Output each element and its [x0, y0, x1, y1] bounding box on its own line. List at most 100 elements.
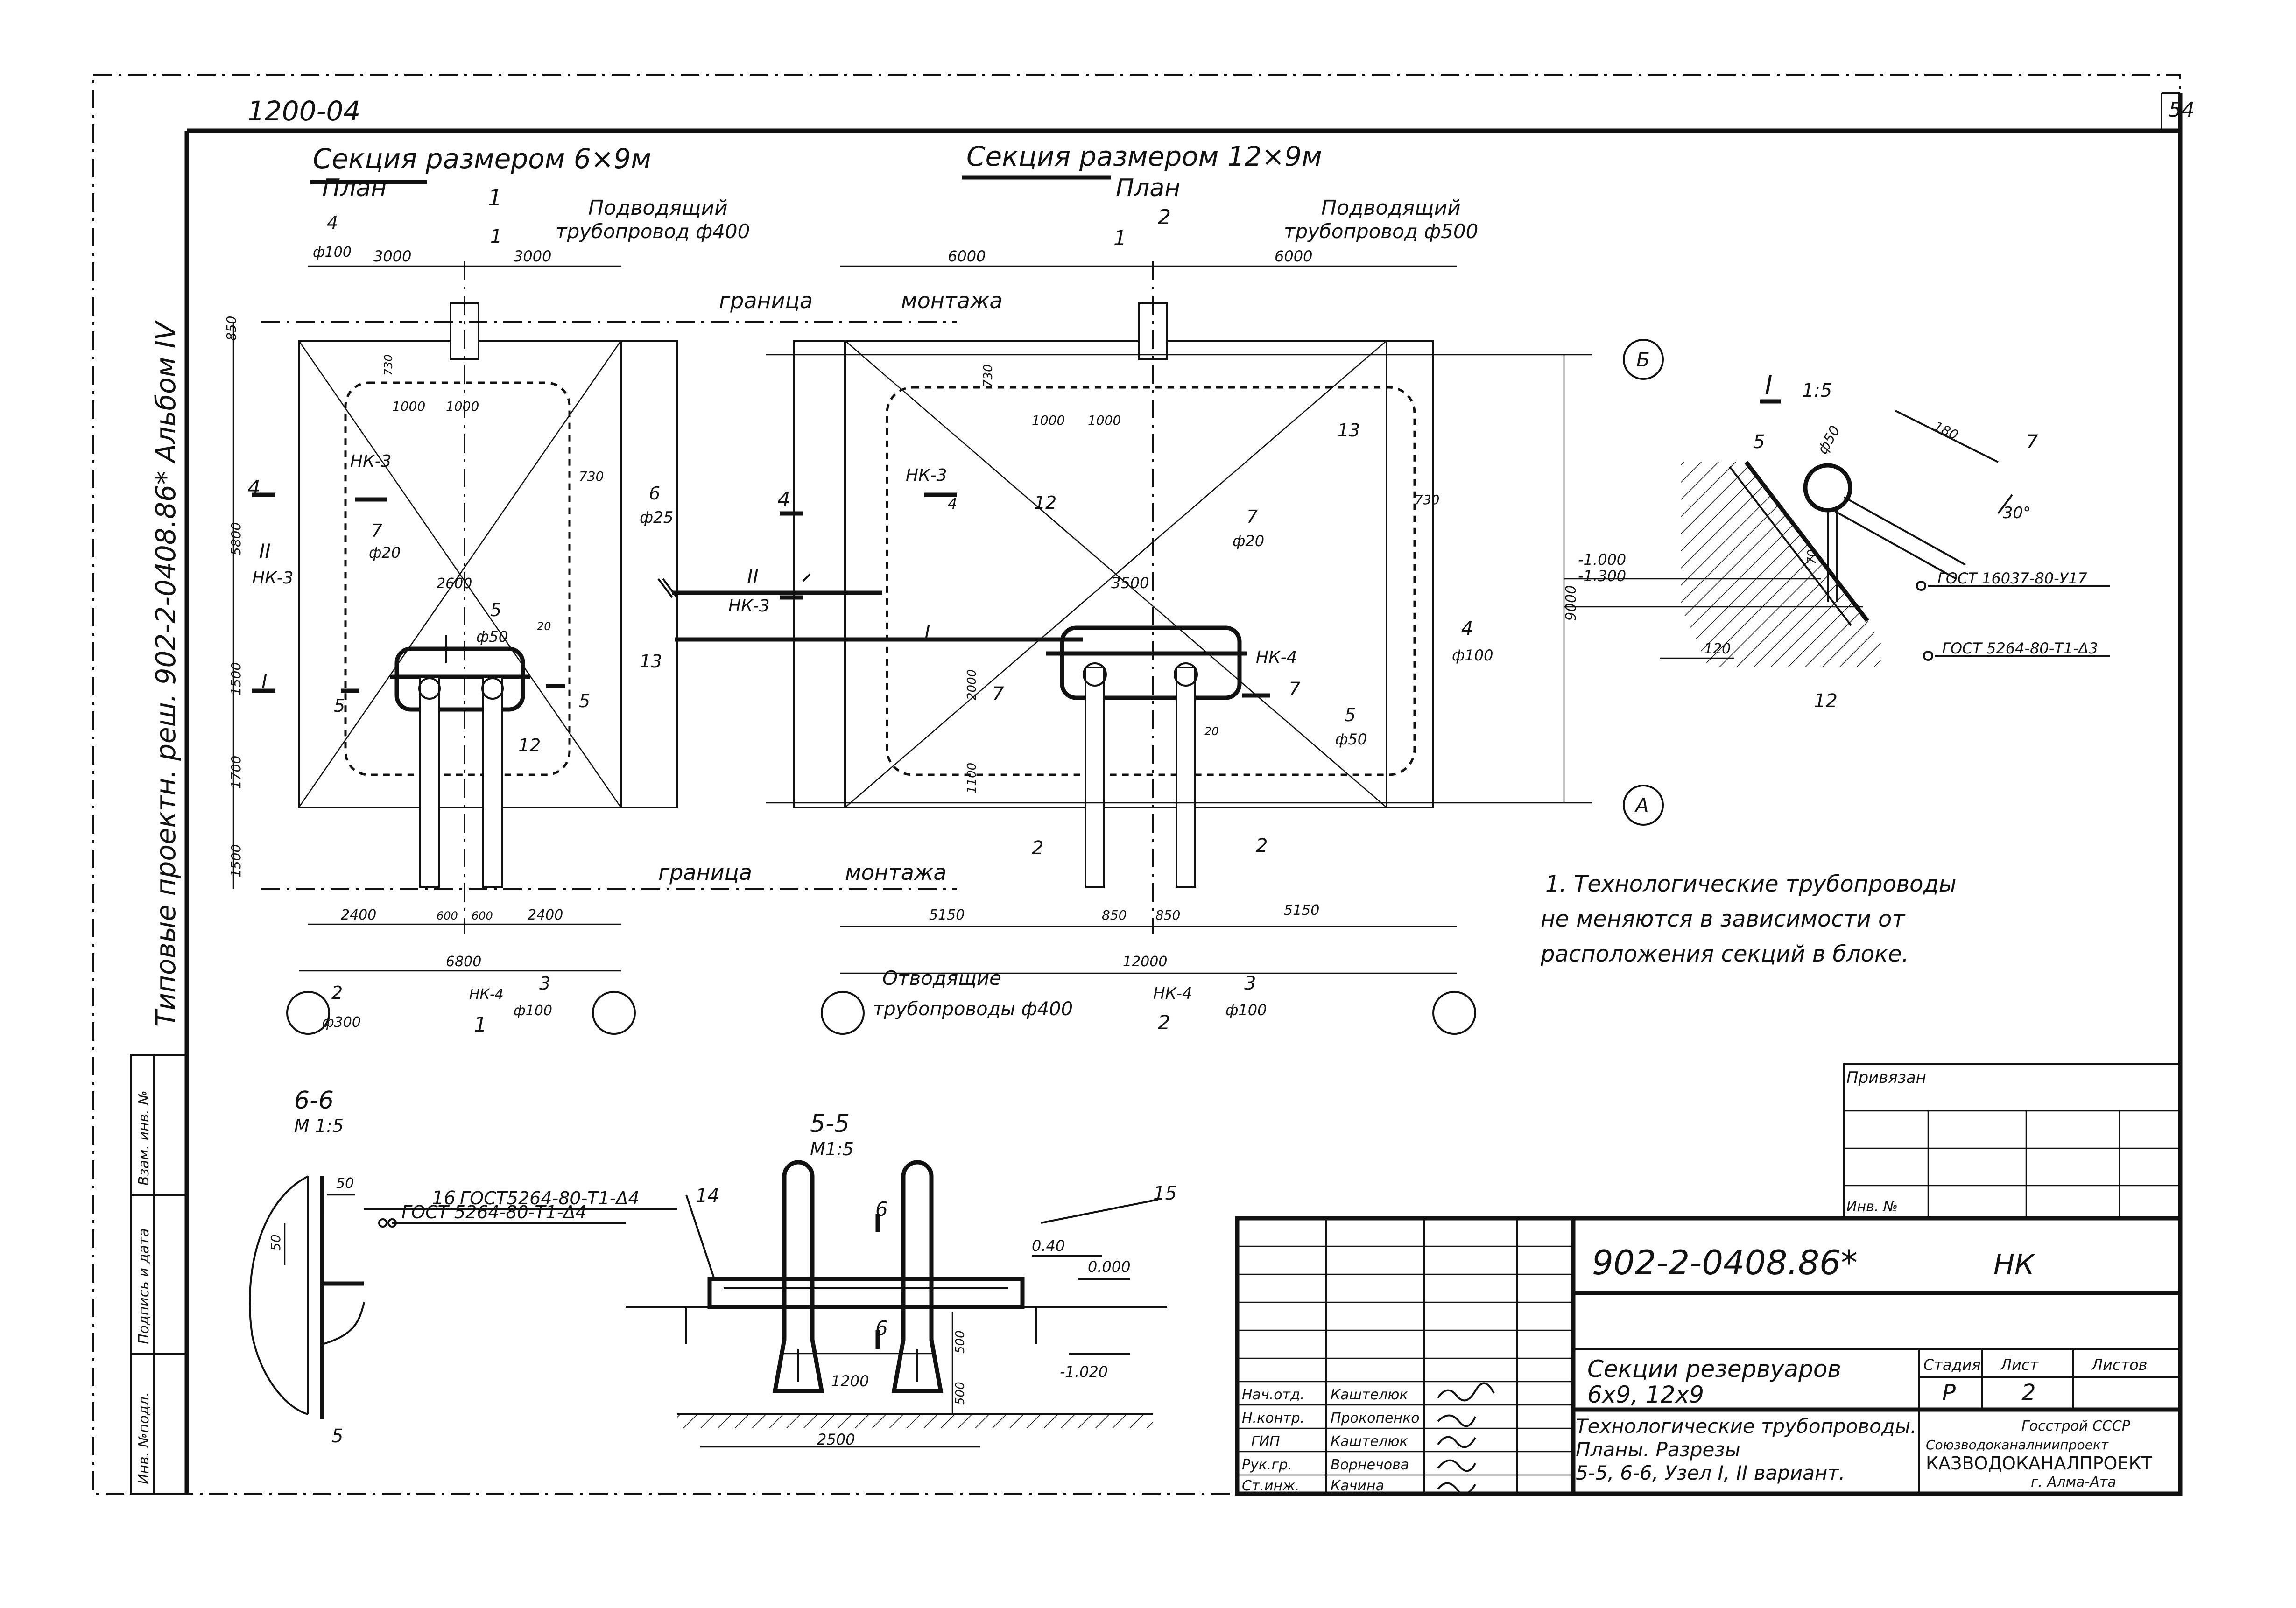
- s55-d500b: 500: [953, 1382, 967, 1405]
- s66-d50b: 50: [268, 1234, 283, 1251]
- pr-d730b: 730: [1415, 492, 1439, 507]
- s66-gost-b: ГОСТ 5264-80-Т1-Δ4: [401, 1202, 587, 1222]
- plan-right-supply-label: Подводящий: [1321, 196, 1461, 220]
- staff-role-3: ГИП: [1251, 1433, 1280, 1450]
- pr-m3: 3: [1244, 973, 1256, 994]
- pl-m7: 7: [371, 520, 382, 541]
- side-field-3: Взам. инв. №: [136, 1090, 152, 1186]
- general-note: 1. Технологические трубопроводы не меняю…: [1540, 871, 1964, 967]
- section-55-scale: М1:5: [810, 1139, 854, 1159]
- title-sheet-value: 2: [2021, 1380, 2036, 1406]
- pr-d6000a: 6000: [948, 247, 986, 265]
- staff-role-4: Рук.гр.: [1242, 1457, 1292, 1473]
- node-scale: 1:5: [1802, 380, 1832, 401]
- s66-m16: 16: [432, 1187, 456, 1209]
- s55-d1200: 1200: [831, 1372, 869, 1390]
- section-66-scale: М 1:5: [294, 1116, 344, 1136]
- org-line-2: Союзводоканалниипроект: [1926, 1437, 2109, 1453]
- pl-d600a: 600: [437, 909, 458, 922]
- pl-d5800: 5800: [228, 522, 244, 555]
- pr-outlet-label: Отводящие: [882, 967, 1001, 990]
- plan-right-supply-pipe: трубопровод ф500: [1284, 220, 1478, 243]
- pl-roman1: I: [261, 670, 267, 693]
- pl-s1: 1: [488, 185, 502, 211]
- axis-b-label: Б: [1636, 348, 1650, 371]
- pr-m5: 5: [1345, 705, 1356, 725]
- pl-d730b: 730: [579, 469, 604, 484]
- binding-inv: Инв. №: [1846, 1199, 1898, 1215]
- pl-nk4: НК-4: [469, 986, 504, 1003]
- pl-d1700: 1700: [228, 756, 244, 789]
- pr-s4b: 4: [948, 495, 957, 513]
- staff-name-2: Прокопенко: [1331, 1410, 1420, 1426]
- node-detail-geometry: [1564, 399, 2110, 667]
- title-sheets-header: Листов: [2091, 1356, 2148, 1374]
- title-name: Секции резервуаров 6х9, 12х9: [1587, 1355, 1849, 1408]
- pr-d850a: 850: [1102, 907, 1127, 923]
- pl-d20: ф20: [369, 544, 401, 562]
- pl-d100b: ф100: [514, 1003, 552, 1019]
- boundary-bottom-2: монтажа: [845, 860, 947, 885]
- pr-nk4b: НК-4: [1153, 984, 1192, 1003]
- pr-d850b: 850: [1155, 907, 1180, 923]
- plan-left-supply-pipe: трубопровод ф400: [556, 220, 750, 243]
- node-d180: 180: [1931, 418, 1960, 442]
- org-line-1: Госстрой СССР: [2021, 1418, 2131, 1434]
- pr-d730a: 730: [981, 364, 995, 387]
- plan-left-subtitle: План: [322, 174, 387, 202]
- node-lvl1: -1.000: [1578, 551, 1626, 569]
- plan-left-title: Секция размером 6×9м: [313, 143, 651, 175]
- staff-name-5: Качина: [1331, 1478, 1384, 1494]
- pl-d600b: 600: [472, 909, 493, 922]
- pl-m2: 2: [331, 983, 343, 1003]
- pr-m1: 1: [1113, 226, 1127, 250]
- s66-m5: 5: [331, 1425, 343, 1447]
- node-d50: ф50: [1815, 423, 1844, 457]
- s55-s6: 6: [875, 1198, 888, 1221]
- pl-m3: 3: [539, 973, 550, 994]
- section-66-title: 6-6: [294, 1087, 334, 1115]
- pr-d100b: ф100: [1225, 1001, 1267, 1019]
- staff-role-5: Ст.инж.: [1242, 1478, 1300, 1494]
- section-66-geometry: [249, 1175, 677, 1419]
- pl-d1500b: 1500: [228, 844, 244, 878]
- boundary-top-2: монтажа: [901, 288, 1003, 313]
- side-field-2: Подпись и дата: [136, 1229, 152, 1345]
- side-field-1: Инв. №подл.: [136, 1392, 152, 1484]
- pr-m12: 12: [1034, 492, 1056, 513]
- plan-right-geometry: [672, 175, 1664, 1035]
- sheet-frame: [92, 74, 2183, 1495]
- node-title: I: [1765, 371, 1773, 401]
- pl-m5: 5: [490, 600, 501, 620]
- pr-m13: 13: [1338, 420, 1360, 441]
- staff-name-4: Ворнечова: [1331, 1457, 1409, 1473]
- node-m12: 12: [1814, 690, 1838, 712]
- pr-s7b: 7: [1289, 679, 1301, 700]
- title-sheet-title: Технологические трубопроводы. Планы. Раз…: [1576, 1415, 1923, 1484]
- pr-d20a: 20: [1204, 725, 1219, 738]
- side-fields-box: [130, 1054, 188, 1495]
- pr-d1000a: 1000: [1032, 413, 1065, 428]
- boundary-bottom-1: граница: [658, 860, 752, 885]
- title-code: 902-2-0408.86*: [1592, 1243, 1858, 1282]
- pl-d730a: 730: [382, 354, 395, 376]
- staff-role-1: Нач.отд.: [1242, 1387, 1304, 1403]
- pr-d5150b: 5150: [1284, 902, 1319, 919]
- pr-d6000b: 6000: [1275, 247, 1312, 265]
- title-mark: НК: [1993, 1249, 2035, 1281]
- s55-lvl040: 0.40: [1032, 1237, 1065, 1255]
- pl-m5c: 5: [579, 691, 590, 711]
- pl-d2400b: 2400: [528, 907, 563, 923]
- s55-lvl1020: -1.020: [1060, 1363, 1108, 1381]
- s55-m14: 14: [696, 1185, 719, 1207]
- pl-d300: ф300: [322, 1014, 361, 1031]
- pl-d3000a: 3000: [373, 247, 411, 265]
- pr-d5150a: 5150: [929, 907, 965, 923]
- node-angle: 30°: [2003, 504, 2031, 522]
- pr-d2000: 2000: [965, 669, 979, 700]
- node-gost2: ГОСТ 5264-80-Т1-Δ3: [1942, 639, 2098, 657]
- pr-s2: 2: [1158, 205, 1171, 229]
- boundary-top-1: граница: [719, 288, 813, 313]
- pr-roman2: II: [747, 565, 759, 588]
